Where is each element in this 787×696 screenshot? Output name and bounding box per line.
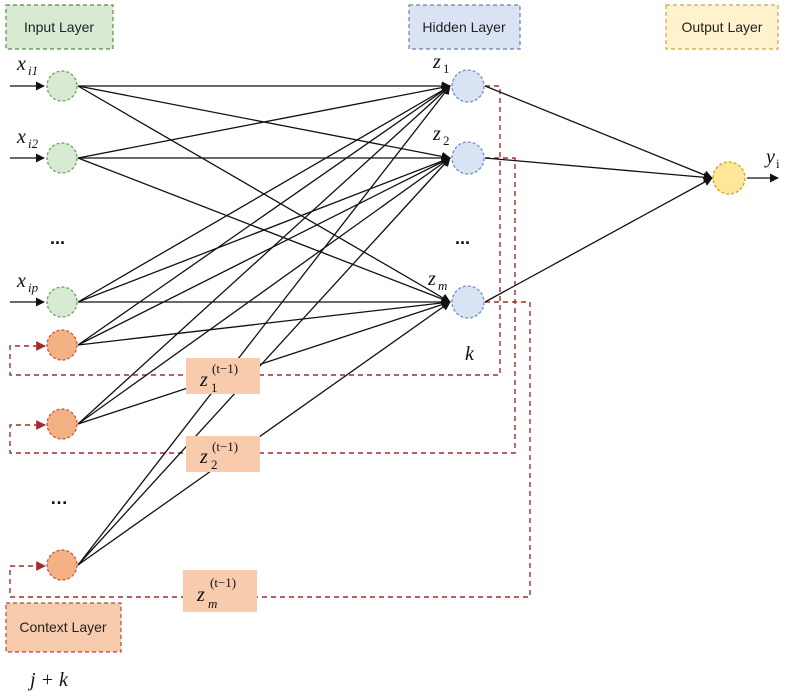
input-layer-box: Input Layer [5,4,114,50]
svg-text:2: 2 [443,133,450,148]
hidden-node-m [451,285,485,319]
feedback-path-m [9,301,531,598]
hidden-label-zm: z m [427,268,447,293]
context-value-box-2: z 2 (t−1) [186,436,260,472]
svg-text:i: i [776,156,780,171]
context-value-box-m: z m (t−1) [183,570,257,612]
input-label-x1: x i1 [16,53,38,78]
input-ellipsis: ... [50,228,65,248]
ctxm-sub: m [208,596,217,611]
input-node-1 [46,70,78,102]
svg-text:i1: i1 [28,63,38,78]
output-node [712,161,746,195]
input-label-x2: x i2 [16,126,39,151]
feedback-path-1 [9,85,501,376]
ctx2-base: z [199,446,208,468]
ctx2-sub: 2 [211,457,218,472]
svg-text:i2: i2 [28,136,39,151]
svg-text:1: 1 [443,61,450,76]
context-node-1 [46,329,78,361]
ctx1-sup: (t−1) [212,361,238,376]
output-layer-label: Output Layer [682,19,763,35]
feedback-path-2 [9,157,516,454]
svg-text:z: z [432,123,441,145]
svg-text:ip: ip [28,280,39,295]
context-node-m [46,549,78,581]
svg-text:y: y [764,146,775,168]
hidden-label-z1: z 1 [432,51,450,76]
output-label-y: y i [764,146,780,171]
context-layer-box: Context Layer [5,602,122,653]
input-node-2 [46,142,78,174]
input-node-p [46,286,78,318]
context-node-2 [46,408,78,440]
hidden-to-output-connections [484,85,779,303]
hidden-layer-box: Hidden Layer [408,4,521,50]
hidden-ellipsis: ... [455,228,470,248]
hidden-node-1 [451,69,485,103]
context-layer-label: Context Layer [19,619,106,635]
recurrent-feedback-paths [9,85,531,598]
ctx1-base: z [199,369,208,391]
output-layer-box: Output Layer [665,4,779,50]
context-ellipsis: … [50,488,68,508]
input-layer-label: Input Layer [24,19,94,35]
ctx1-sub: 1 [211,380,218,395]
hidden-count-label: k [465,343,475,365]
svg-text:z: z [427,268,436,290]
context-count-label: j + k [27,669,69,691]
svg-text:x: x [16,126,26,148]
input-to-hidden-connections [77,81,451,566]
input-arrows [10,81,45,307]
svg-text:x: x [16,53,26,75]
svg-text:x: x [16,270,26,292]
ctxm-base: z [196,584,205,606]
input-label-xp: x ip [16,270,39,295]
hidden-layer-label: Hidden Layer [422,19,506,35]
hidden-node-2 [451,141,485,175]
svg-text:z: z [432,51,441,73]
hidden-label-z2: z 2 [432,123,450,148]
context-value-box-1: z 1 (t−1) [186,358,260,395]
ctx2-sup: (t−1) [212,439,238,454]
ctxm-sup: (t−1) [210,575,236,590]
svg-text:m: m [438,278,447,293]
